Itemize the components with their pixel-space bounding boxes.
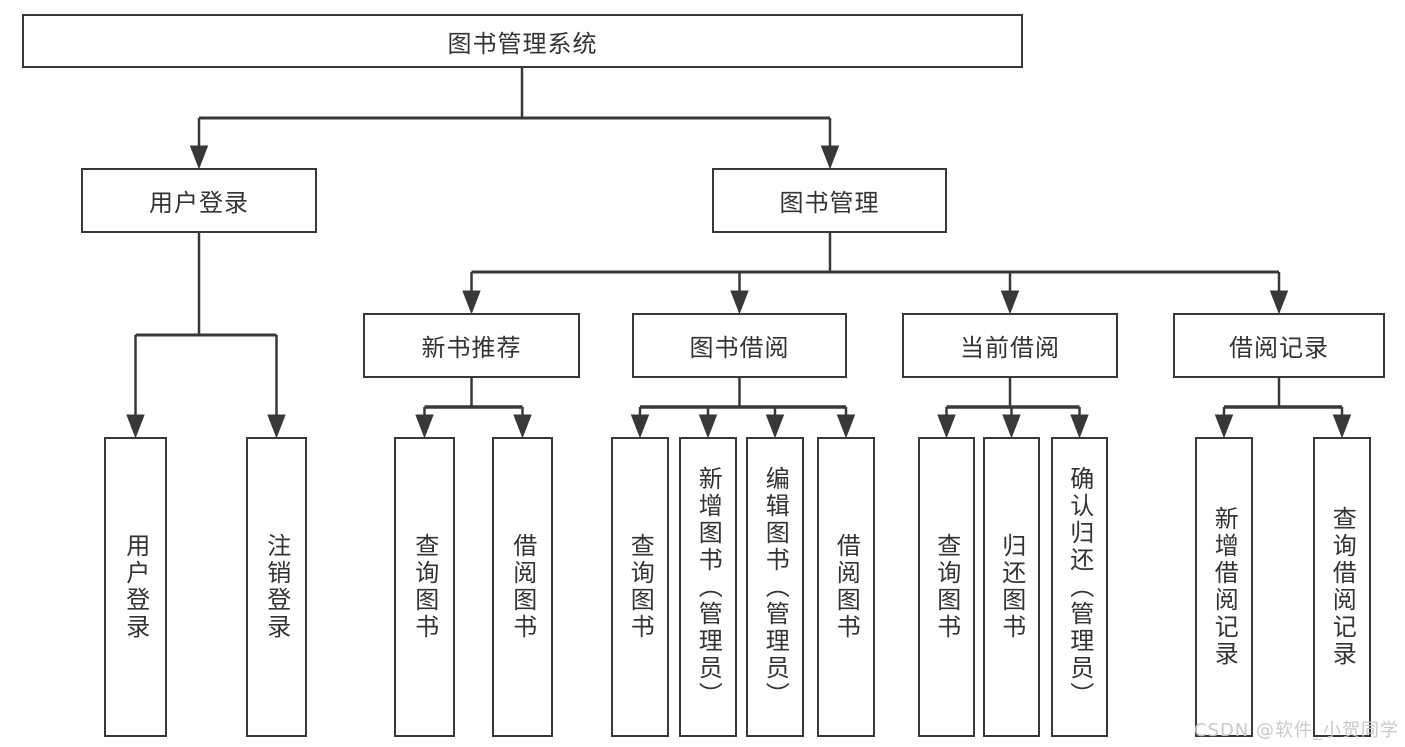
node-label: 查询借阅记录 — [1328, 506, 1357, 668]
leaf-borrow-books-recommend: 借阅图书 — [492, 437, 553, 737]
node-label: 图书管理 — [779, 189, 880, 217]
node-borrowing-records: 借阅记录 — [1173, 313, 1385, 378]
node-label: 新增图书（管理员） — [694, 465, 723, 709]
arrowhead — [820, 145, 840, 170]
arrowhead — [1000, 290, 1020, 315]
leaf-query-books-recommend: 查询图书 — [394, 437, 455, 737]
node-book-borrowing: 图书借阅 — [632, 313, 847, 378]
node-label: 归还图书 — [997, 533, 1026, 641]
arrowhead — [1070, 414, 1089, 439]
node-label: 查询图书 — [410, 533, 439, 641]
node-new-book-recommendation: 新书推荐 — [363, 313, 580, 378]
node-label: 编辑图书（管理员） — [761, 465, 790, 709]
arrowhead — [462, 290, 481, 315]
node-label: 新增借阅记录 — [1210, 506, 1239, 668]
leaf-return-books: 归还图书 — [983, 437, 1040, 737]
arrowhead — [189, 145, 209, 170]
node-current-borrowing: 当前借阅 — [902, 313, 1118, 378]
node-label: 注销登录 — [262, 533, 291, 641]
csdn-watermark: CSDN @软件_小贺同学 — [1193, 720, 1399, 741]
node-label: 确认归还（管理员） — [1065, 465, 1094, 709]
arrowhead — [1214, 414, 1234, 439]
arrowhead — [1002, 414, 1021, 439]
node-library-management-system: 图书管理系统 — [22, 14, 1023, 68]
arrowhead — [267, 414, 286, 439]
leaf-borrow-books-borrowing: 借阅图书 — [817, 437, 875, 737]
leaf-query-borrow-record: 查询借阅记录 — [1313, 437, 1371, 737]
node-label: 查询图书 — [626, 533, 655, 641]
node-label: 借阅记录 — [1229, 334, 1329, 362]
arrowhead — [126, 414, 145, 439]
leaf-user-login: 用户登录 — [104, 437, 167, 737]
node-book-management: 图书管理 — [712, 168, 947, 233]
arrowhead — [1269, 290, 1289, 315]
arrowhead — [513, 414, 532, 439]
arrowhead — [765, 414, 785, 439]
leaf-query-books-current: 查询图书 — [918, 437, 975, 737]
node-label: 借阅图书 — [508, 533, 537, 641]
arrowhead — [630, 414, 650, 439]
leaf-confirm-return-admin: 确认归还（管理员） — [1051, 437, 1108, 737]
arrowhead — [415, 414, 434, 439]
node-label: 图书借阅 — [689, 334, 790, 362]
arrowhead — [730, 290, 749, 315]
arrowhead — [937, 414, 956, 439]
leaf-edit-book-admin: 编辑图书（管理员） — [746, 437, 804, 737]
arrowhead — [698, 414, 718, 439]
node-label: 新书推荐 — [421, 334, 522, 362]
leaf-query-books-borrowing: 查询图书 — [611, 437, 669, 737]
node-label: 借阅图书 — [832, 533, 861, 641]
node-label: 用户登录 — [149, 189, 249, 217]
node-label: 当前借阅 — [960, 334, 1060, 362]
arrowhead — [1332, 414, 1352, 439]
node-label: 图书管理系统 — [447, 29, 598, 58]
arrowhead — [836, 414, 856, 439]
leaf-add-borrow-record: 新增借阅记录 — [1195, 437, 1253, 737]
leaf-logout: 注销登录 — [246, 437, 307, 737]
node-label: 用户登录 — [121, 533, 150, 641]
node-user-login: 用户登录 — [81, 168, 317, 233]
leaf-add-book-admin: 新增图书（管理员） — [679, 437, 737, 737]
node-label: 查询图书 — [932, 533, 961, 641]
